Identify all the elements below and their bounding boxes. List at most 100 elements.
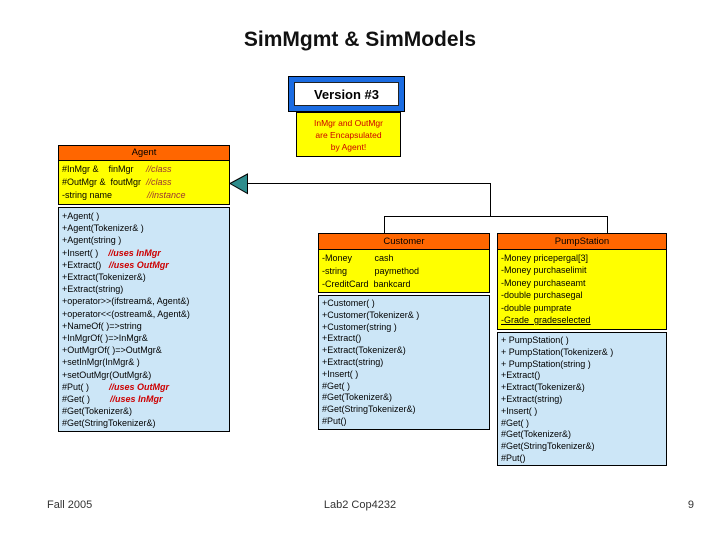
method-line-text: +Agent(Tokenizer& ) bbox=[62, 223, 144, 234]
attribute-line-text: #OutMgr & foutMgr bbox=[62, 177, 147, 188]
method-line-text: +Insert( ) bbox=[501, 405, 538, 416]
method-line-text: +Insert( ) bbox=[322, 368, 359, 379]
method-line-text: +Extract() bbox=[322, 333, 362, 344]
method-line: +operator>>(ifstream&, Agent&) bbox=[62, 295, 226, 307]
method-line-text: + PumpStation( ) bbox=[501, 335, 569, 345]
attribute-line: -double purchasegal bbox=[501, 289, 663, 301]
method-line: +Extract(string) bbox=[62, 283, 226, 295]
connector-line bbox=[247, 183, 490, 184]
attribute-line-text: -string name bbox=[62, 190, 148, 201]
method-line-text: #Get(StringTokenizer&) bbox=[501, 441, 595, 452]
method-line-text: +NameOf( )=>string bbox=[62, 320, 142, 331]
code-comment: //instance bbox=[147, 190, 186, 201]
method-line: +Agent( ) bbox=[62, 210, 226, 222]
class-box-customer: Customer -Money cash-string paymethod-Cr… bbox=[318, 233, 490, 430]
method-line-text: +Extract() bbox=[62, 259, 109, 270]
method-line: +operator<<(ostream&, Agent&) bbox=[62, 308, 226, 320]
method-line: #Get(StringTokenizer&) bbox=[62, 417, 226, 429]
method-line: +Extract() bbox=[322, 333, 486, 345]
method-line-text: +setOutMgr(OutMgr&) bbox=[62, 369, 152, 380]
connector-line bbox=[384, 216, 608, 217]
attributes-compartment: #InMgr & finMgr //class#OutMgr & foutMgr… bbox=[58, 161, 230, 205]
method-line-text: #Get(StringTokenizer&) bbox=[62, 418, 156, 429]
footer-date: Fall 2005 bbox=[47, 499, 93, 511]
method-line-text: +Extract(string) bbox=[501, 393, 563, 404]
method-line-text: +OutMgrOf( )=>OutMgr& bbox=[62, 345, 162, 356]
methods-compartment: + PumpStation( )+ PumpStation(Tokenizer&… bbox=[497, 332, 667, 466]
attribute-line: -Money purchaseamt bbox=[501, 277, 663, 289]
attribute-line-text: -double pumprate bbox=[501, 302, 572, 313]
version-box: Version #3 bbox=[288, 76, 405, 112]
method-line: +setInMgr(InMgr& ) bbox=[62, 356, 226, 368]
method-line: #Get( ) bbox=[322, 381, 486, 393]
attribute-line: -Money pricepergal[3] bbox=[501, 252, 663, 264]
method-line-text: +Extract(string) bbox=[62, 284, 124, 295]
attribute-line-text: -double purchasegal bbox=[501, 290, 583, 301]
method-line-text: +Agent( ) bbox=[62, 211, 100, 221]
method-line: +setOutMgr(OutMgr&) bbox=[62, 369, 226, 381]
method-line-text: +Customer( ) bbox=[322, 298, 375, 308]
method-line: #Get( ) bbox=[501, 418, 663, 430]
attribute-line: -CreditCard bankcard bbox=[322, 278, 486, 291]
method-line: #Get(Tokenizer&) bbox=[501, 429, 663, 441]
attribute-line-text: -string paymethod bbox=[322, 266, 420, 276]
class-header: PumpStation bbox=[497, 233, 667, 250]
attribute-line-text: -Money purchaselimit bbox=[501, 265, 587, 276]
code-comment: //uses InMgr bbox=[108, 247, 161, 258]
method-line-text: #Get(Tokenizer&) bbox=[501, 429, 572, 440]
method-line: #Get(StringTokenizer&) bbox=[501, 441, 663, 453]
method-line: +Customer(Tokenizer& ) bbox=[322, 310, 486, 322]
method-line-text: +InMgrOf( )=>InMgr& bbox=[62, 333, 148, 344]
method-line-text: +operator>>(ifstream&, Agent&) bbox=[62, 296, 190, 307]
method-line: +OutMgrOf( )=>OutMgr& bbox=[62, 344, 226, 356]
connector-line bbox=[607, 216, 608, 233]
method-line-text: #Get(Tokenizer&) bbox=[322, 392, 393, 403]
code-comment: //uses OutMgr bbox=[108, 259, 169, 270]
connector-line bbox=[490, 183, 491, 217]
method-line-text: + PumpStation(string ) bbox=[501, 358, 591, 369]
connector-line bbox=[384, 216, 385, 233]
inheritance-arrow-icon bbox=[229, 173, 248, 195]
method-line: +Extract(string) bbox=[322, 357, 486, 369]
attribute-line: -Money purchaselimit bbox=[501, 264, 663, 276]
method-line: +Extract(Tokenizer&) bbox=[501, 382, 663, 394]
method-line-text: +Extract(Tokenizer&) bbox=[62, 272, 146, 283]
method-line-text: #Get( ) bbox=[322, 380, 351, 391]
code-comment: //uses InMgr bbox=[110, 394, 163, 405]
footer-label: Lab2 Cop4232 bbox=[323, 499, 397, 511]
attribute-line-text: -Money pricepergal[3] bbox=[501, 253, 589, 263]
method-line-text: + PumpStation(Tokenizer& ) bbox=[501, 346, 614, 357]
method-line-text: +Customer(Tokenizer& ) bbox=[322, 309, 420, 320]
class-box-agent: Agent #InMgr & finMgr //class#OutMgr & f… bbox=[58, 145, 230, 432]
method-line: #Put() bbox=[322, 416, 486, 428]
method-line: #Get( ) //uses InMgr bbox=[62, 393, 226, 405]
method-line: +Agent(Tokenizer& ) bbox=[62, 222, 226, 234]
attribute-line: -string name //instance bbox=[62, 189, 226, 202]
method-line: +Insert( ) bbox=[501, 406, 663, 418]
method-line-text: #Put( ) bbox=[62, 381, 110, 392]
attribute-line-text: -CreditCard bankcard bbox=[322, 279, 411, 289]
method-line-text: +Customer(string ) bbox=[322, 321, 397, 332]
method-line: +NameOf( )=>string bbox=[62, 320, 226, 332]
method-line-text: #Put() bbox=[322, 415, 347, 426]
method-line: +Agent(string ) bbox=[62, 234, 226, 246]
attribute-line-text: -Grade gradeselected bbox=[501, 315, 591, 326]
method-line: +Customer(string ) bbox=[322, 322, 486, 334]
note-line: are Encapsulated bbox=[315, 130, 382, 140]
method-line: +Extract(Tokenizer&) bbox=[322, 345, 486, 357]
attribute-line: #OutMgr & foutMgr //class bbox=[62, 176, 226, 189]
method-line: +Insert( ) bbox=[322, 369, 486, 381]
method-line-text: #Get( ) bbox=[501, 417, 530, 428]
method-line-text: #Get(StringTokenizer&) bbox=[322, 404, 416, 415]
method-line-text: +Extract() bbox=[501, 370, 541, 381]
methods-compartment: +Agent( ) +Agent(Tokenizer& )+Agent(strin… bbox=[58, 207, 230, 432]
slide-title: SimMgmt & SimModels bbox=[243, 28, 477, 51]
methods-compartment: +Customer( )+Customer(Tokenizer& )+Custo… bbox=[318, 295, 490, 430]
method-line: +Insert( ) //uses InMgr bbox=[62, 247, 226, 259]
method-line-text: +Agent(string ) bbox=[62, 235, 122, 246]
method-line-text: +Extract(string) bbox=[322, 356, 384, 367]
attribute-line-text: -Money cash bbox=[322, 253, 394, 263]
method-line-text: +operator<<(ostream&, Agent&) bbox=[62, 308, 190, 319]
code-comment: //class bbox=[146, 164, 172, 174]
note-box: InMgr and OutMgr are Encapsulated by Age… bbox=[296, 112, 401, 157]
